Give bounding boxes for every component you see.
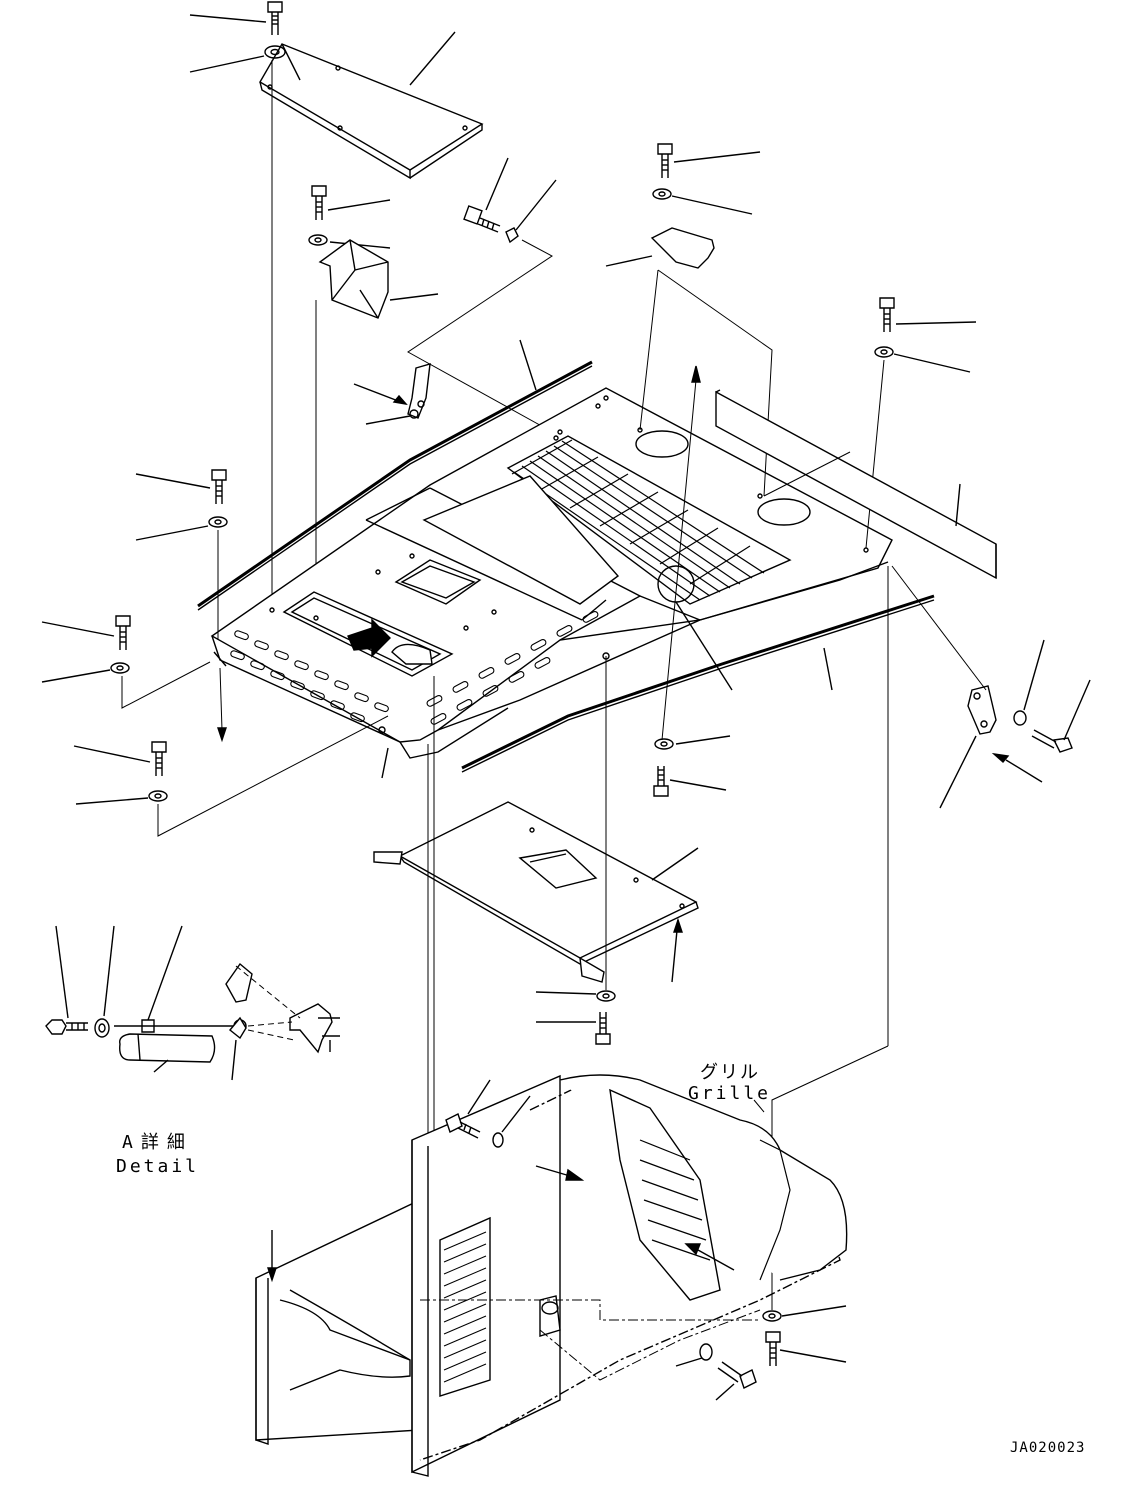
detail-a-label-english: Detail [116, 1156, 200, 1177]
bolt-grille-left [446, 1080, 490, 1138]
washer-top-left [190, 46, 285, 72]
bolt-right [880, 298, 976, 332]
washer-left-1 [136, 517, 227, 540]
washer-under-plate [536, 991, 615, 1001]
drawing-number: JA020023 [1010, 1440, 1086, 1456]
seal-strip-right [462, 596, 934, 772]
washer-left-3 [76, 791, 167, 804]
under-cover-plate [374, 802, 698, 982]
washer-grille-lower [676, 1344, 712, 1366]
grille-label-japanese: グリル [700, 1062, 760, 1083]
arrow-up-center [662, 366, 700, 740]
bolt-under-plate [536, 1012, 610, 1044]
washer-grille-left [493, 1096, 530, 1147]
washer-left-2 [42, 663, 129, 682]
washer-right [875, 347, 970, 372]
washer-right-top [653, 189, 752, 214]
hinge-bracket-right [940, 686, 1042, 808]
bolt-center-lower [654, 766, 726, 796]
bolt-grille-lower [716, 1362, 756, 1400]
bolt-top-left [190, 2, 282, 35]
bolt-grille-right [766, 1332, 846, 1366]
bolt-right-top [658, 144, 760, 178]
washer-grille-right [763, 1306, 846, 1321]
detail-a-parts [46, 926, 340, 1080]
engine-hood [212, 388, 892, 778]
grille-label-english: Grille [688, 1083, 772, 1104]
radiator-frame [256, 1075, 847, 1476]
bolt-center-angled [464, 158, 508, 232]
nut-center [506, 180, 556, 242]
washer-center-lower [655, 736, 730, 749]
bolt-left-3 [74, 742, 166, 776]
detail-a-label-japanese: A詳細 [122, 1132, 193, 1153]
side-louvers [230, 610, 599, 725]
bolt-hinge-right [1032, 680, 1090, 752]
top-cover-plate [260, 32, 482, 178]
hinge-bracket-left [354, 364, 430, 424]
radiator-fins [444, 1232, 486, 1382]
bolt-bracket [312, 186, 390, 220]
bracket-box [320, 240, 438, 318]
bolt-left-2 [42, 616, 130, 650]
washer-hinge-right [1014, 640, 1044, 725]
grille-slats [640, 1140, 710, 1260]
bolt-left-1 [136, 470, 226, 504]
right-beam [716, 390, 996, 578]
seal-strip-left [198, 340, 592, 610]
cover-plate-small [606, 228, 714, 268]
